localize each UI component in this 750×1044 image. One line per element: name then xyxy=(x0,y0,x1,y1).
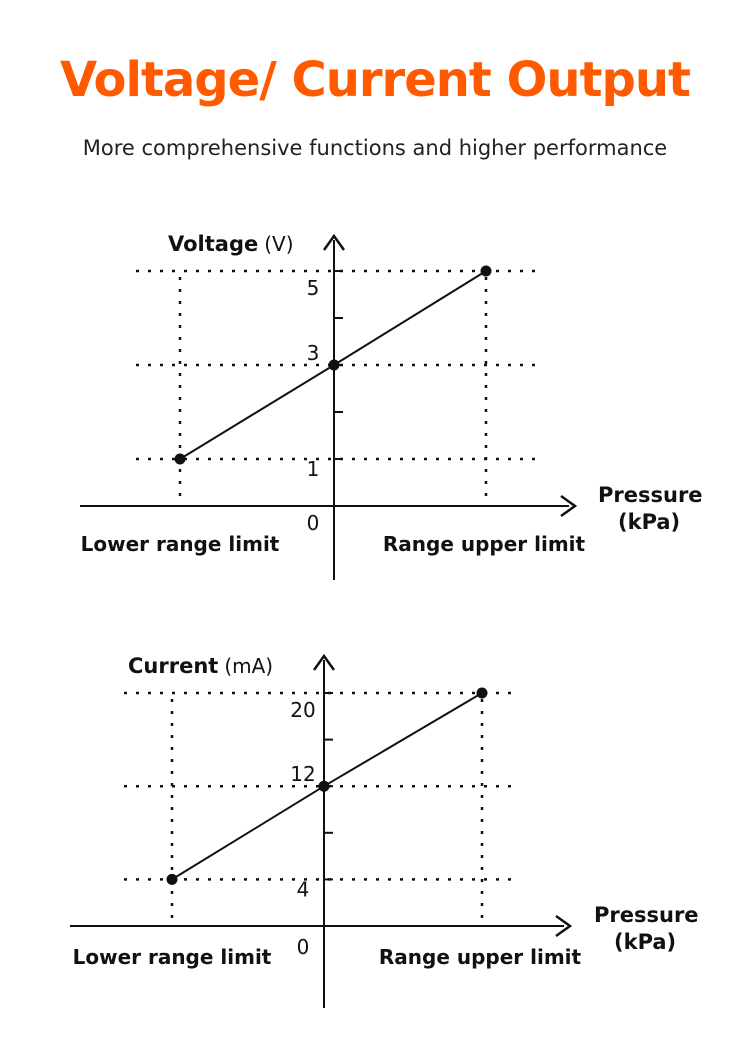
x-label-lower-range-limit: Lower range limit xyxy=(81,532,280,556)
voltage-chart: 1 3 5 0 Voltage(V) Pressure (kPa) Lower range l… xyxy=(80,232,703,580)
y-axis-unit: (V) xyxy=(264,232,293,256)
x-axis-arrow-icon xyxy=(555,914,573,938)
y-axis-name: Voltage xyxy=(168,232,258,256)
y-tick-label: 1 xyxy=(307,457,320,481)
y-axis-title: Current(mA) xyxy=(128,654,273,678)
y-tick-label: 4 xyxy=(297,877,310,901)
x-label-range-upper-limit: Range upper limit xyxy=(383,532,586,556)
y-axis-arrow-icon xyxy=(322,233,346,251)
data-point xyxy=(480,265,492,277)
data-point xyxy=(174,453,186,465)
current-chart: 4 12 20 0 Current(mA) Pressure (kPa) Lower rang… xyxy=(70,653,699,1008)
data-point xyxy=(476,687,488,699)
page-title: Voltage/ Current Output xyxy=(60,52,691,108)
y-axis-name: Current xyxy=(128,654,218,678)
origin-label: 0 xyxy=(297,935,310,959)
x-axis-name: Pressure xyxy=(594,903,699,927)
x-axis-name: Pressure xyxy=(598,483,703,507)
y-axis-title: Voltage(V) xyxy=(168,232,294,256)
x-label-lower-range-limit: Lower range limit xyxy=(73,945,272,969)
data-point xyxy=(318,780,330,792)
y-tick-label: 5 xyxy=(307,276,320,300)
y-tick-label: 3 xyxy=(307,341,320,365)
data-point xyxy=(328,359,340,371)
data-point xyxy=(166,873,178,885)
origin-label: 0 xyxy=(307,511,320,535)
y-tick-label: 12 xyxy=(290,762,315,786)
x-axis-unit: (kPa) xyxy=(614,930,676,954)
y-axis-unit: (mA) xyxy=(224,654,273,678)
x-axis-unit: (kPa) xyxy=(618,510,680,534)
page-subtitle: More comprehensive functions and higher … xyxy=(82,136,668,160)
x-axis-arrow-icon xyxy=(560,494,578,518)
x-label-range-upper-limit: Range upper limit xyxy=(379,945,582,969)
y-tick-label: 20 xyxy=(290,698,315,722)
y-axis-arrow-icon xyxy=(312,653,336,671)
